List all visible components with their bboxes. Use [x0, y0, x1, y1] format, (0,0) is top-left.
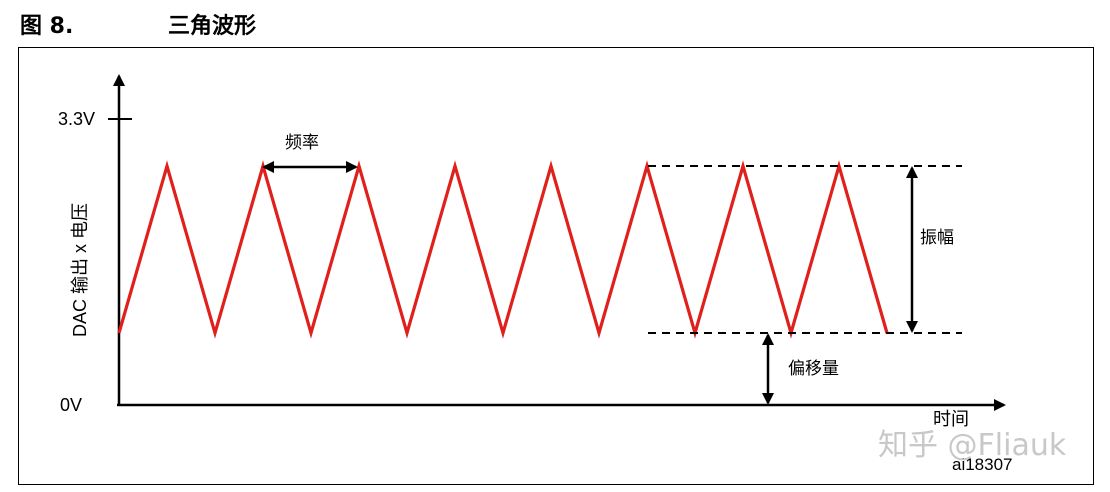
- figure-title: 三角波形: [168, 14, 257, 39]
- amplitude-label: 振幅: [920, 228, 954, 247]
- figure-number: 图 8.: [20, 14, 74, 39]
- y-tick-label-top: 3.3V: [58, 109, 95, 129]
- triangle-wave: [117, 160, 889, 339]
- y-tick-label-bottom: 0V: [60, 395, 82, 415]
- diagram-frame: [18, 47, 1094, 485]
- figure-caption: 图 8. 三角波形: [20, 6, 256, 42]
- x-axis-label: 时间: [933, 409, 969, 429]
- y-axis-label: DAC 输出 x 电压: [70, 203, 90, 337]
- watermark: 知乎 @Fliauk: [878, 428, 1067, 463]
- offset-label: 偏移量: [788, 359, 839, 378]
- frequency-label: 频率: [285, 133, 319, 152]
- figure-id: ai18307: [952, 455, 1013, 474]
